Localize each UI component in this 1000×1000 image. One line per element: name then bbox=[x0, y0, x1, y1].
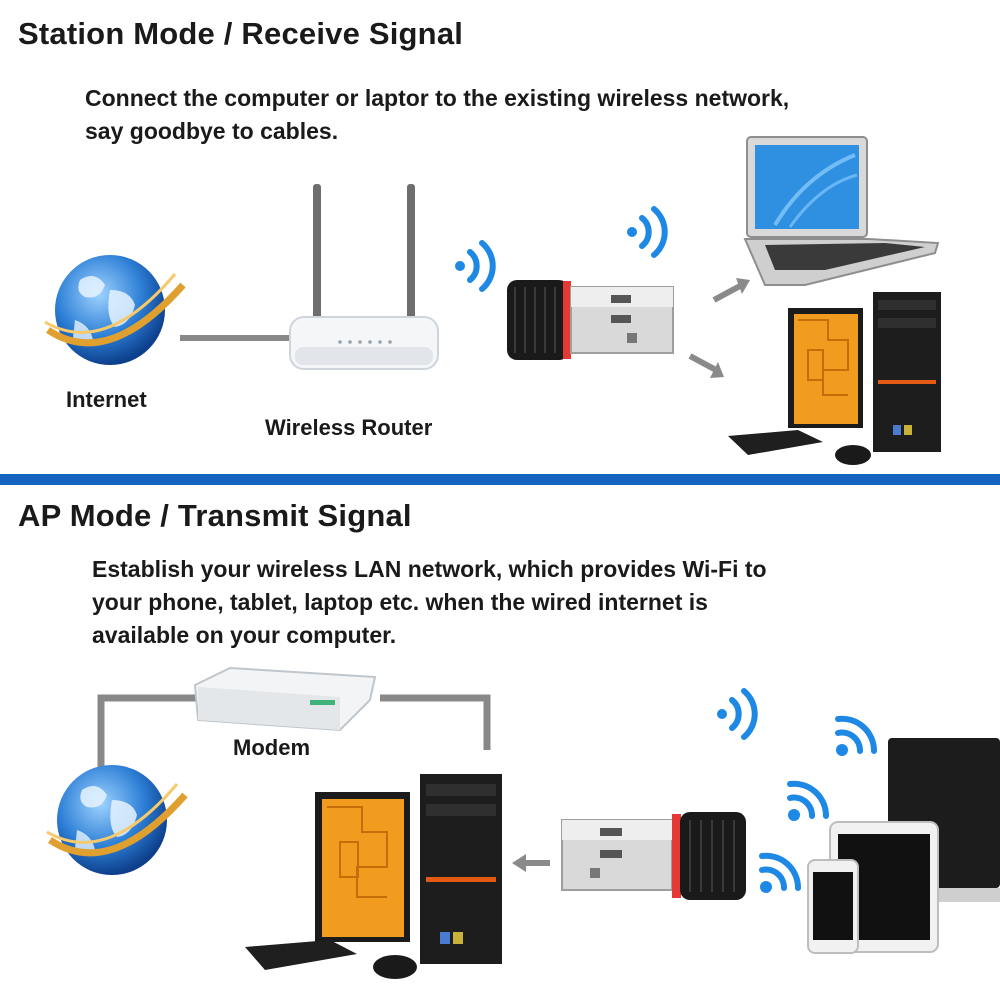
station-description: Connect the computer or laptor to the ex… bbox=[85, 82, 789, 148]
ap-desc-line-3: available on your computer. bbox=[92, 622, 397, 648]
wireless-router-label: Wireless Router bbox=[265, 415, 433, 440]
smartphone-icon bbox=[807, 859, 859, 954]
ethernet-cable bbox=[97, 694, 491, 768]
arrow-left-icon bbox=[512, 854, 550, 872]
wifi-signal-icon bbox=[759, 852, 802, 893]
desktop-computer-icon bbox=[245, 774, 502, 979]
wifi-signal-icon bbox=[787, 780, 830, 821]
arrow-to-desktop-icon bbox=[688, 353, 724, 378]
wifi-signal-icon bbox=[717, 688, 758, 740]
modem-label: Modem bbox=[233, 735, 310, 760]
desktop-computer-icon bbox=[728, 292, 941, 465]
ap-desc-line-2: your phone, tablet, laptop etc. when the… bbox=[92, 589, 708, 615]
usb-wifi-adapter-icon bbox=[507, 280, 674, 360]
ap-desc-line-1: Establish your wireless LAN network, whi… bbox=[92, 556, 767, 582]
station-desc-line-1: Connect the computer or laptor to the ex… bbox=[85, 85, 790, 111]
laptop-icon bbox=[743, 136, 940, 286]
wireless-router-icon bbox=[289, 184, 439, 370]
ap-mode-title: AP Mode / Transmit Signal bbox=[18, 498, 412, 533]
globe-icon bbox=[46, 765, 188, 875]
ap-description: Establish your wireless LAN network, whi… bbox=[92, 553, 767, 652]
internet-label: Internet bbox=[66, 387, 147, 412]
wifi-signal-icon bbox=[455, 240, 496, 292]
station-desc-line-2: say goodbye to cables. bbox=[85, 118, 339, 144]
ethernet-cable bbox=[180, 335, 295, 341]
modem-icon bbox=[193, 666, 377, 732]
section-divider bbox=[0, 474, 1000, 485]
wifi-signal-icon bbox=[835, 715, 878, 756]
wifi-signal-icon bbox=[627, 206, 668, 258]
globe-icon bbox=[44, 255, 186, 365]
arrow-to-laptop-icon bbox=[712, 278, 750, 303]
usb-wifi-adapter-icon bbox=[561, 812, 746, 900]
station-mode-title: Station Mode / Receive Signal bbox=[18, 16, 464, 51]
